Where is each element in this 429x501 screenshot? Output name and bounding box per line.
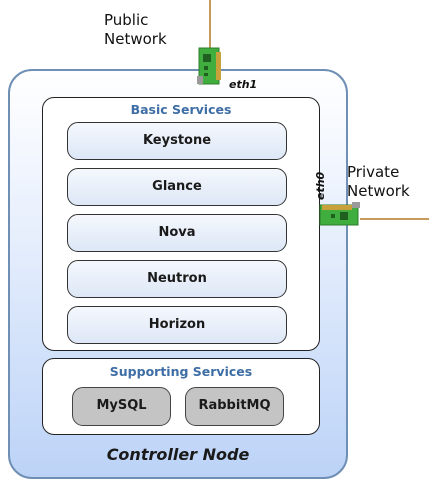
nic-card-icon <box>319 202 360 226</box>
private-network-cable <box>360 218 429 220</box>
service-keystone: Keystone <box>67 122 287 160</box>
supporting-services-title: Supporting Services <box>109 364 253 379</box>
service-neutron: Neutron <box>67 260 287 298</box>
eth0-label: eth0 <box>314 171 327 200</box>
public-network-label: Public Network <box>104 11 167 48</box>
basic-services-group: Basic Services Keystone Glance Nova Neut… <box>42 97 320 351</box>
supporting-services-group: Supporting Services MySQL RabbitMQ <box>42 358 320 435</box>
service-mysql: MySQL <box>72 387 171 426</box>
controller-node-title: Controller Node <box>106 445 250 464</box>
service-glance: Glance <box>67 168 287 206</box>
service-horizon: Horizon <box>67 306 287 344</box>
public-network-cable <box>209 0 211 50</box>
service-nova: Nova <box>67 214 287 252</box>
service-rabbitmq: RabbitMQ <box>185 387 284 426</box>
private-network-label: Private Network <box>347 163 410 200</box>
nic-card-icon <box>197 47 221 85</box>
eth1-label: eth1 <box>229 78 258 91</box>
basic-services-title: Basic Services <box>130 102 232 117</box>
controller-node: Basic Services Keystone Glance Nova Neut… <box>8 69 348 479</box>
